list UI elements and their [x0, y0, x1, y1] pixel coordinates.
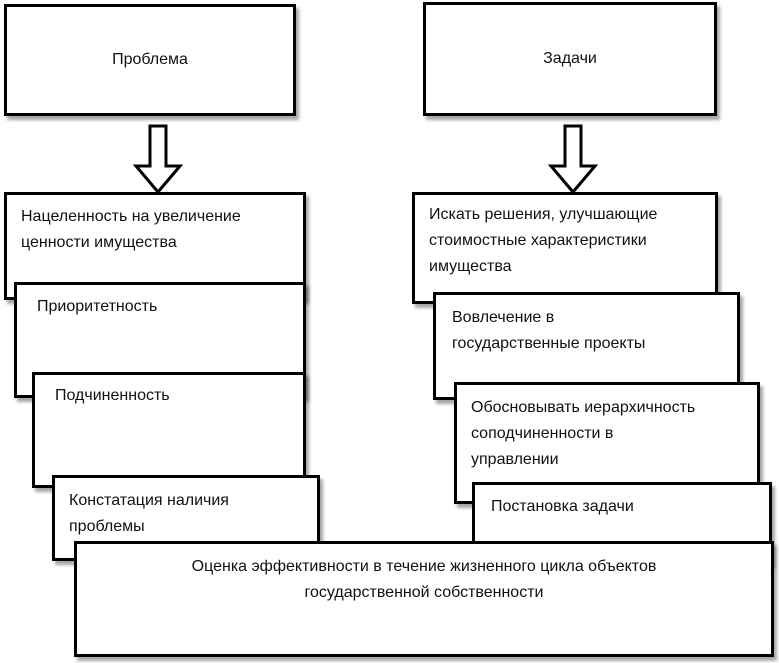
- left-item-2-text: Приоритетность: [37, 298, 158, 315]
- problem-header-box: Проблема: [4, 4, 296, 116]
- right-item-1: Искать решения, улучшающие стоимостные х…: [412, 192, 718, 304]
- tasks-header-text: Задачи: [543, 50, 597, 67]
- tasks-down-arrow: [547, 124, 599, 195]
- right-item-2-text: Вовлечение в государственные проекты: [452, 309, 646, 352]
- right-item-1-text: Искать решения, улучшающие стоимостные х…: [429, 206, 658, 275]
- tasks-header-box: Задачи: [423, 2, 717, 116]
- problem-down-arrow: [132, 124, 184, 195]
- evaluation-text: Оценка эффективности в течение жизненног…: [191, 558, 657, 601]
- problem-header-text: Проблема: [112, 51, 188, 68]
- evaluation-box: Оценка эффективности в течение жизненног…: [74, 541, 774, 657]
- right-item-4-text: Постановка задачи: [491, 498, 634, 515]
- right-item-3-text: Обосновывать иерархичность соподчиненнос…: [471, 399, 696, 468]
- left-item-3-text: Подчиненность: [55, 387, 170, 404]
- left-item-1-text: Нацеленность на увеличение ценности имущ…: [21, 208, 241, 251]
- left-item-3: Подчиненность: [32, 372, 306, 488]
- left-item-4-text: Констатация наличия проблемы: [69, 492, 229, 535]
